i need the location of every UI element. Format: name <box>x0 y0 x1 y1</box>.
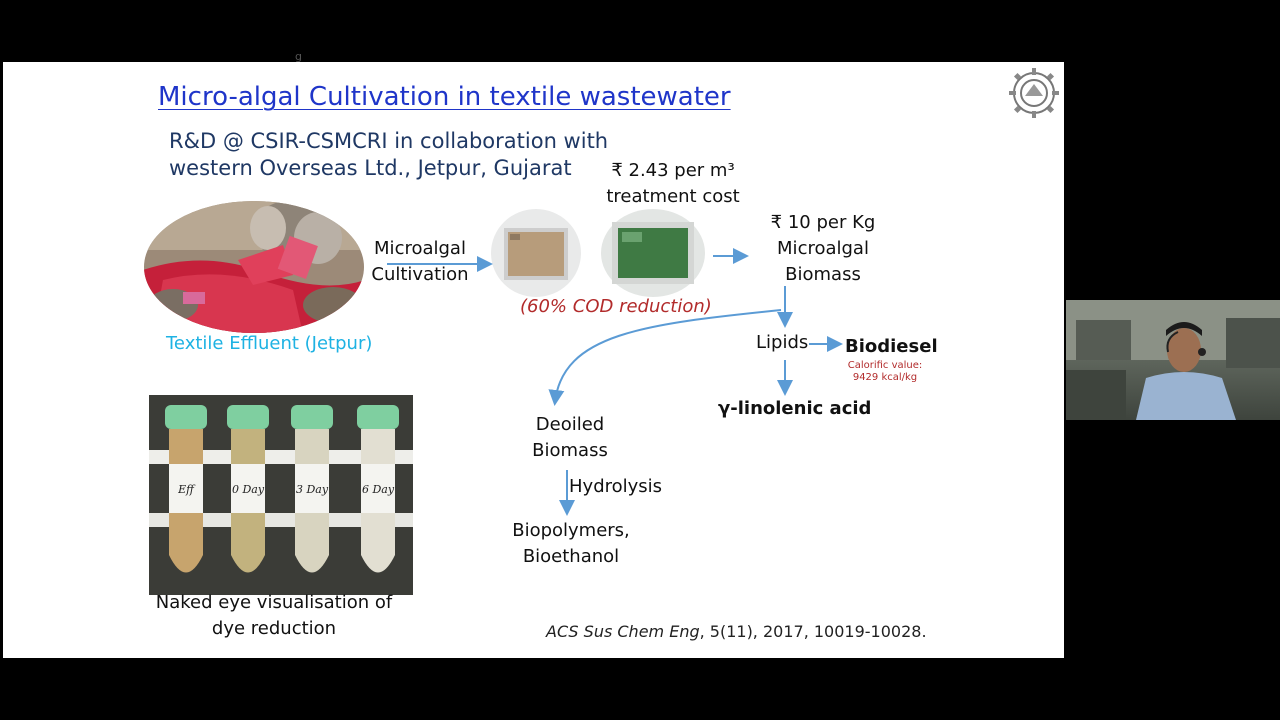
cost-label: treatment cost <box>606 186 740 207</box>
cost-value: ₹ 2.43 per m³ <box>611 160 735 181</box>
slide-subtitle: R&D @ CSIR-CSMCRI in collaboration with … <box>169 128 608 182</box>
tube-label-day6: 6 Day <box>362 483 395 496</box>
green-culture-tank-photo <box>601 209 705 297</box>
biomass-line-2: Biomass <box>785 264 861 285</box>
gear-emblem-icon <box>1009 68 1059 118</box>
textile-effluent-photo <box>144 201 364 333</box>
deoiled-line-1: Deoiled <box>535 414 605 435</box>
deoiled-line-2: Biomass <box>532 440 608 461</box>
citation-journal: ACS Sus Chem Eng <box>546 622 700 641</box>
calorific-line-2: 9429 kcal/kg <box>852 372 918 383</box>
caption-line-2: dye reduction <box>211 618 337 639</box>
deoiled-biomass: Deoiled Biomass <box>520 412 620 464</box>
tube-label-eff: Eff <box>177 483 196 496</box>
biopolymers-bioethanol: Biopolymers, Bioethanol <box>506 518 636 570</box>
caption-line-1: Naked eye visualisation of <box>155 592 393 613</box>
test-tubes-photo: Eff 0 Day 3 Day 6 Day <box>149 395 413 595</box>
arrow-to-deoiled <box>548 309 782 406</box>
products-line-2: Bioethanol <box>522 546 620 567</box>
lipids-label: Lipids <box>756 332 809 353</box>
biodiesel-label: Biodiesel <box>845 336 938 357</box>
biomass-price: ₹ 10 per Kg <box>770 212 876 233</box>
background-text-fragment: g <box>295 50 302 63</box>
brown-culture-tank-photo <box>491 209 581 297</box>
calorific-line-1: Calorific value: <box>847 360 923 371</box>
textile-effluent-label: Textile Effluent (Jetpur) <box>166 333 373 354</box>
products-line-1: Biopolymers, <box>512 520 630 541</box>
flow-arrows <box>387 248 843 516</box>
tube-photo-caption: Naked eye visualisation of dye reduction <box>143 590 405 642</box>
tube-label-day3: 3 Day <box>296 483 329 496</box>
cultivation-line-1: Microalgal <box>374 238 466 259</box>
citation-details: , 5(11), 2017, 10019-10028. <box>699 622 927 641</box>
cultivation-line-2: Cultivation <box>371 264 469 285</box>
biomass-line-1: Microalgal <box>777 238 869 259</box>
treatment-cost: ₹ 2.43 per m³ treatment cost <box>598 158 748 210</box>
citation: ACS Sus Chem Eng, 5(11), 2017, 10019-100… <box>546 622 927 641</box>
microalgal-cultivation-label: Microalgal Cultivation <box>365 236 475 288</box>
presentation-slide: Micro-algal Cultivation in textile waste… <box>3 62 1064 658</box>
calorific-value: Calorific value: 9429 kcal/kg <box>833 360 937 384</box>
cod-reduction-label: (60% COD reduction) <box>520 296 712 317</box>
subtitle-line-2: western Overseas Ltd., Jetpur, Gujarat <box>169 156 572 180</box>
presenter-video <box>1066 300 1280 420</box>
gla-label: γ-linolenic acid <box>718 398 872 419</box>
tube-label-day0: 0 Day <box>232 483 265 496</box>
microalgal-biomass: ₹ 10 per Kg Microalgal Biomass <box>756 210 890 288</box>
slide-title: Micro-algal Cultivation in textile waste… <box>158 82 731 112</box>
presenter-webcam-feed <box>1066 300 1280 420</box>
subtitle-line-1: R&D @ CSIR-CSMCRI in collaboration with <box>169 129 609 153</box>
hydrolysis-label: Hydrolysis <box>569 476 663 497</box>
